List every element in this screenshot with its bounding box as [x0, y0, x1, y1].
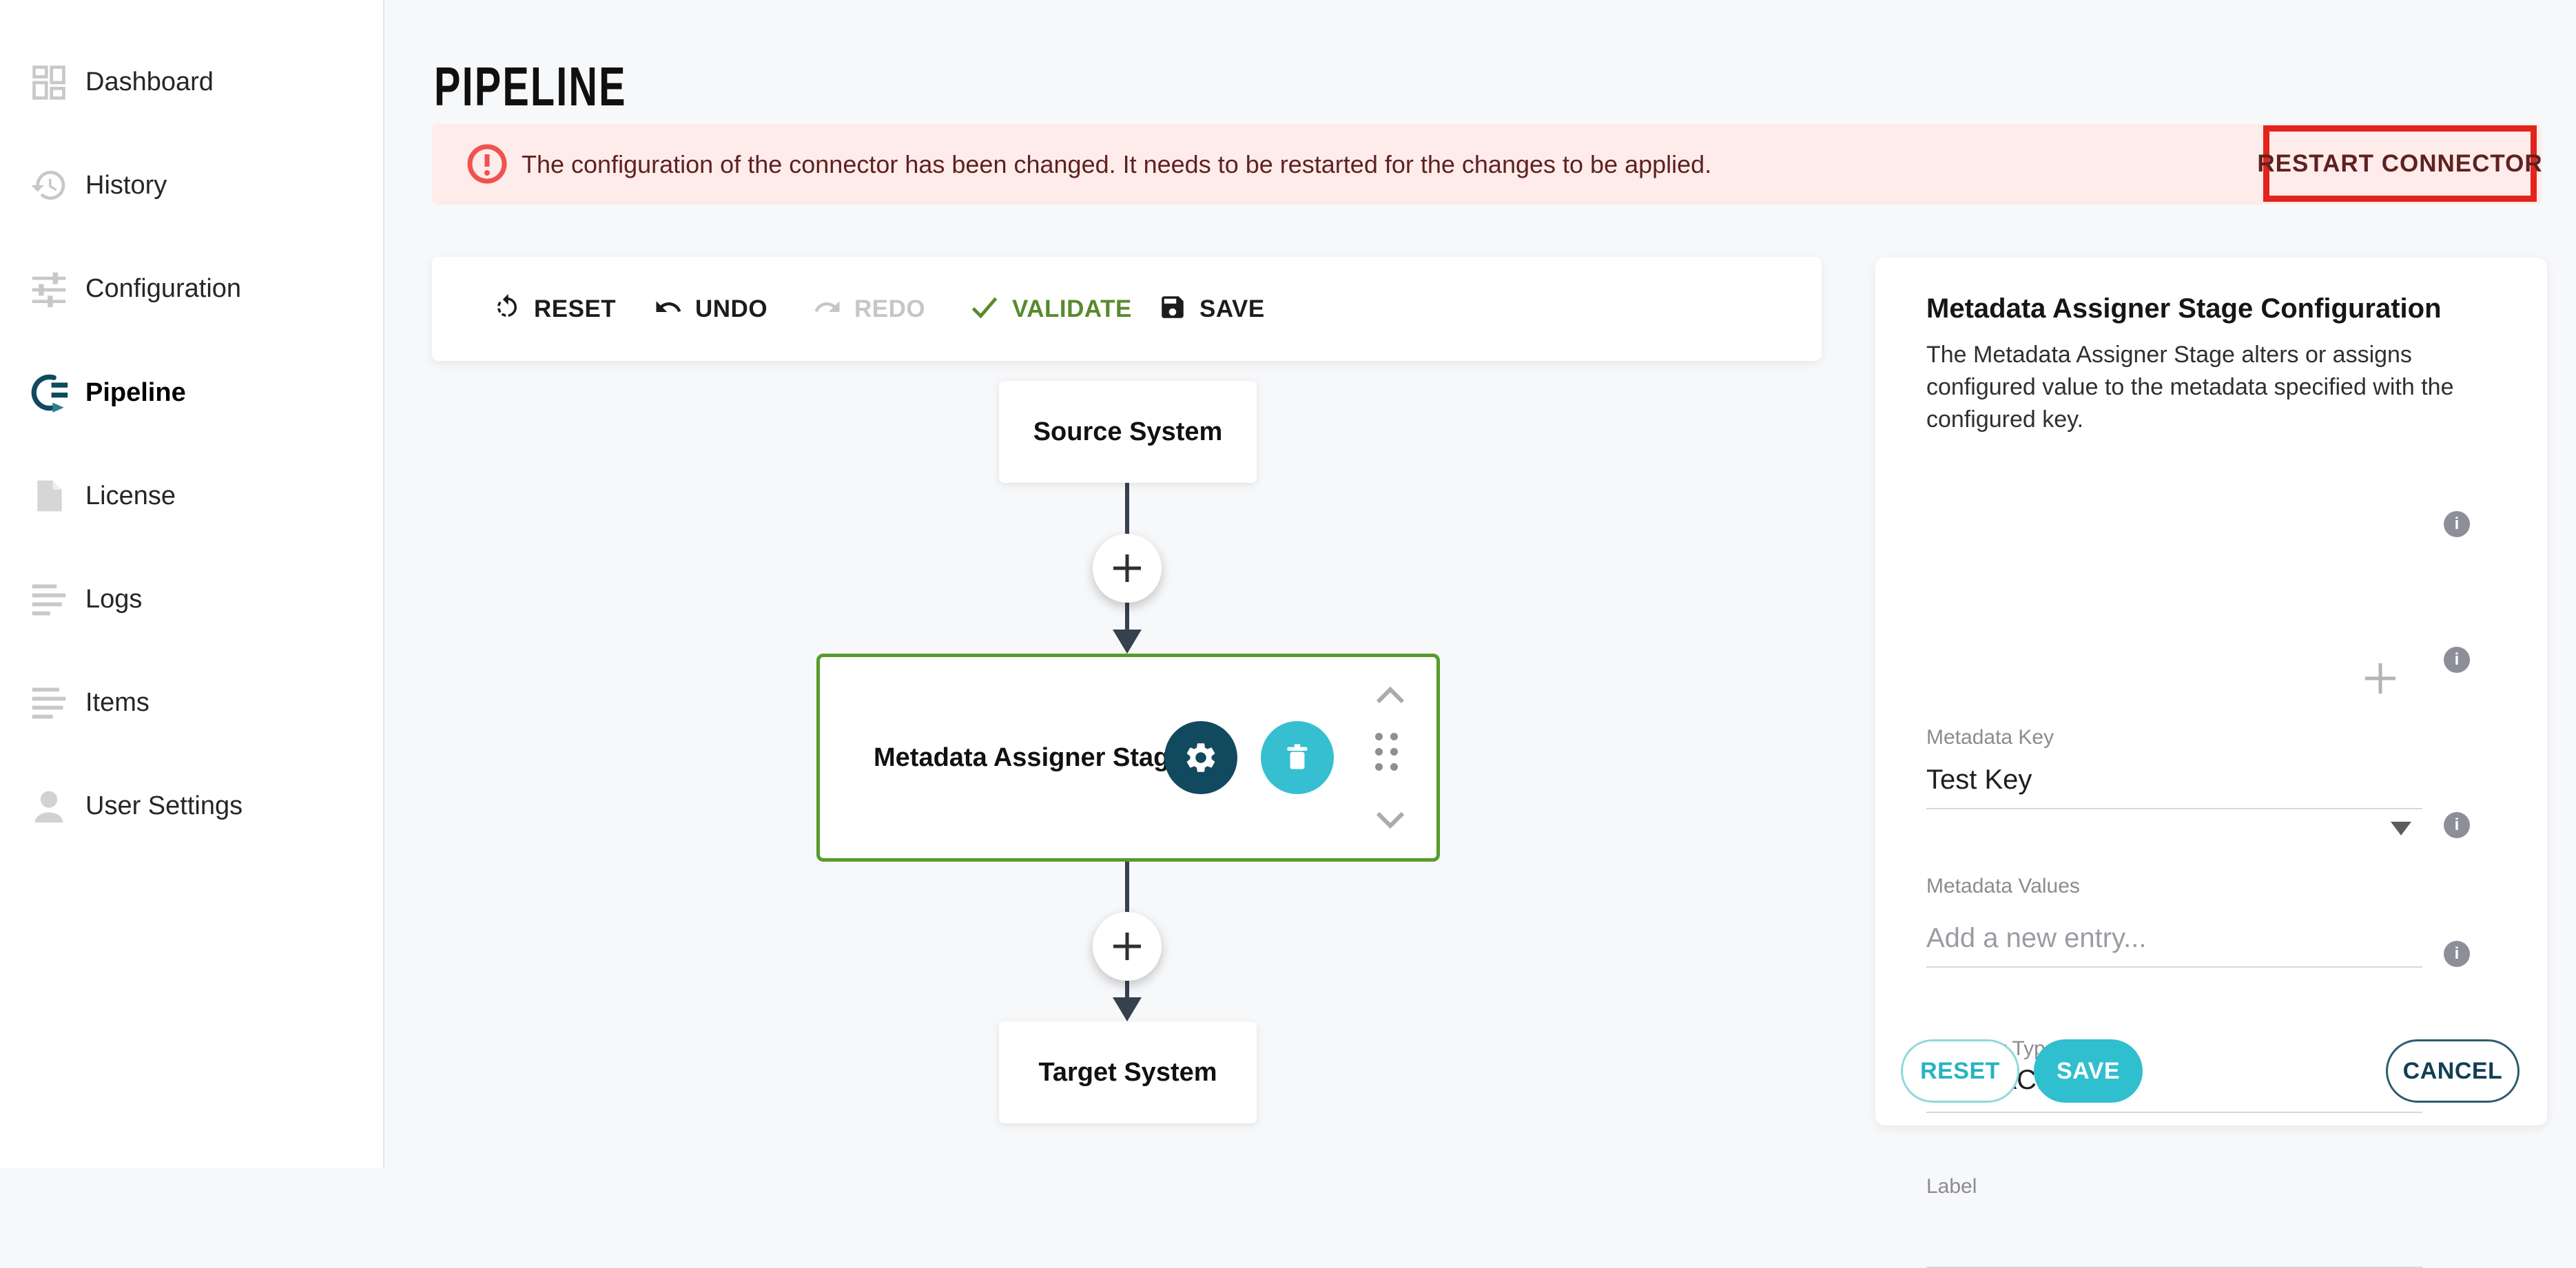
stage-move-up-button[interactable] [1371, 686, 1410, 705]
add-stage-button-bottom[interactable] [1093, 912, 1162, 981]
assigner-type-underline [1926, 1112, 2422, 1113]
arrowhead-into-stage [1113, 630, 1142, 654]
gear-icon [1186, 743, 1215, 772]
pipeline-icon [29, 373, 69, 413]
stage-configure-button[interactable] [1164, 721, 1237, 794]
toolbar-redo-label: REDO [854, 295, 926, 322]
sidebar-item-label: Configuration [85, 273, 242, 303]
license-icon [29, 476, 69, 516]
page-title: PIPELINE [434, 55, 627, 117]
sidebar-item-items[interactable]: Items [0, 651, 383, 754]
toolbar-undo-label: UNDO [695, 295, 768, 322]
user-icon [29, 786, 69, 826]
panel-title: Metadata Assigner Stage Configuration [1926, 293, 2442, 324]
label-input[interactable] [1926, 1223, 2422, 1268]
toolbar-undo-button[interactable]: UNDO [654, 257, 767, 361]
chevron-down-icon [1376, 811, 1405, 829]
label-field-label: Label [1926, 1175, 1977, 1198]
history-icon [29, 165, 69, 205]
stage-configuration-panel: Metadata Assigner Stage Configuration Th… [1875, 258, 2547, 1268]
stage-delete-button[interactable] [1261, 721, 1334, 794]
panel-save-button[interactable]: SAVE [2034, 1039, 2143, 1103]
metadata-values-input[interactable] [1926, 923, 2422, 968]
toolbar-reset-button[interactable]: RESET [493, 257, 616, 361]
restart-alert-banner: The configuration of the connector has b… [432, 124, 2542, 205]
logs-icon [29, 579, 69, 619]
sidebar-item-history[interactable]: History [0, 134, 383, 237]
metadata-key-input[interactable] [1926, 765, 2422, 809]
sidebar-item-configuration[interactable]: Configuration [0, 237, 383, 340]
sidebar-item-logs[interactable]: Logs [0, 548, 383, 651]
dropdown-arrow-icon[interactable] [2391, 822, 2411, 835]
stage-move-down-button[interactable] [1371, 810, 1410, 829]
source-system-label: Source System [1033, 417, 1223, 446]
items-icon [29, 683, 69, 723]
target-system-node[interactable]: Target System [999, 1021, 1257, 1123]
toolbar-save-button[interactable]: SAVE [1158, 257, 1265, 361]
target-system-label: Target System [1038, 1057, 1217, 1087]
sidebar-item-label: History [85, 170, 167, 200]
pipeline-toolbar: RESET UNDO REDO VALIDATE [432, 257, 1822, 361]
alert-message: The configuration of the connector has b… [522, 149, 1712, 178]
toolbar-validate-button[interactable]: VALIDATE [969, 257, 1132, 361]
trash-icon [1287, 744, 1308, 769]
panel-cancel-button[interactable]: CANCEL [2386, 1039, 2520, 1103]
check-icon [969, 292, 1000, 326]
panel-reset-button[interactable]: RESET [1901, 1039, 2019, 1103]
sidebar-item-label: License [85, 481, 176, 510]
toolbar-redo-button[interactable]: REDO [813, 257, 925, 361]
toolbar-validate-label: VALIDATE [1012, 295, 1132, 322]
save-floppy-icon [1158, 293, 1187, 325]
sidebar-item-label: User Settings [85, 791, 243, 820]
rotate-left-icon [493, 293, 522, 325]
sidebar-item-label: Pipeline [85, 377, 186, 407]
configuration-icon [29, 269, 69, 309]
chevron-up-icon [1376, 686, 1405, 704]
sidebar-item-dashboard[interactable]: Dashboard [0, 30, 383, 134]
undo-icon [654, 293, 683, 325]
error-exclamation-icon [466, 143, 508, 185]
arrowhead-into-target [1113, 997, 1142, 1021]
restart-connector-button[interactable]: RESTART CONNECTOR [2257, 125, 2542, 202]
assigner-type-info-icon[interactable]: i [2444, 812, 2470, 838]
sidebar-item-label: Logs [85, 584, 143, 614]
metadata-key-label: Metadata Key [1926, 726, 2054, 749]
toolbar-reset-label: RESET [534, 295, 617, 322]
metadata-key-info-icon[interactable]: i [2444, 511, 2470, 537]
sidebar: Dashboard History Configuration [0, 0, 384, 1168]
dashboard-icon [29, 62, 69, 102]
sidebar-item-user-settings[interactable]: User Settings [0, 754, 383, 858]
stage-label: Metadata Assigner Stage [874, 742, 1184, 772]
sidebar-item-license[interactable]: License [0, 444, 383, 548]
sidebar-item-label: Dashboard [85, 67, 214, 96]
redo-icon [813, 293, 842, 325]
add-entry-plus-icon[interactable] [2362, 660, 2399, 697]
toolbar-save-label: SAVE [1199, 295, 1265, 322]
metadata-values-label: Metadata Values [1926, 875, 2080, 897]
source-system-node[interactable]: Source System [999, 381, 1257, 483]
panel-description: The Metadata Assigner Stage alters or as… [1926, 342, 2454, 433]
sidebar-item-pipeline[interactable]: Pipeline [0, 341, 383, 444]
plus-icon [1113, 933, 1141, 960]
metadata-values-info-icon[interactable]: i [2444, 647, 2470, 673]
add-stage-button-top[interactable] [1093, 534, 1162, 603]
metadata-assigner-stage-node[interactable]: Metadata Assigner Stage [816, 654, 1440, 862]
stage-drag-handle[interactable] [1375, 733, 1398, 771]
plus-icon [1113, 554, 1141, 582]
sidebar-item-label: Items [85, 687, 150, 717]
label-info-icon[interactable]: i [2444, 941, 2470, 967]
